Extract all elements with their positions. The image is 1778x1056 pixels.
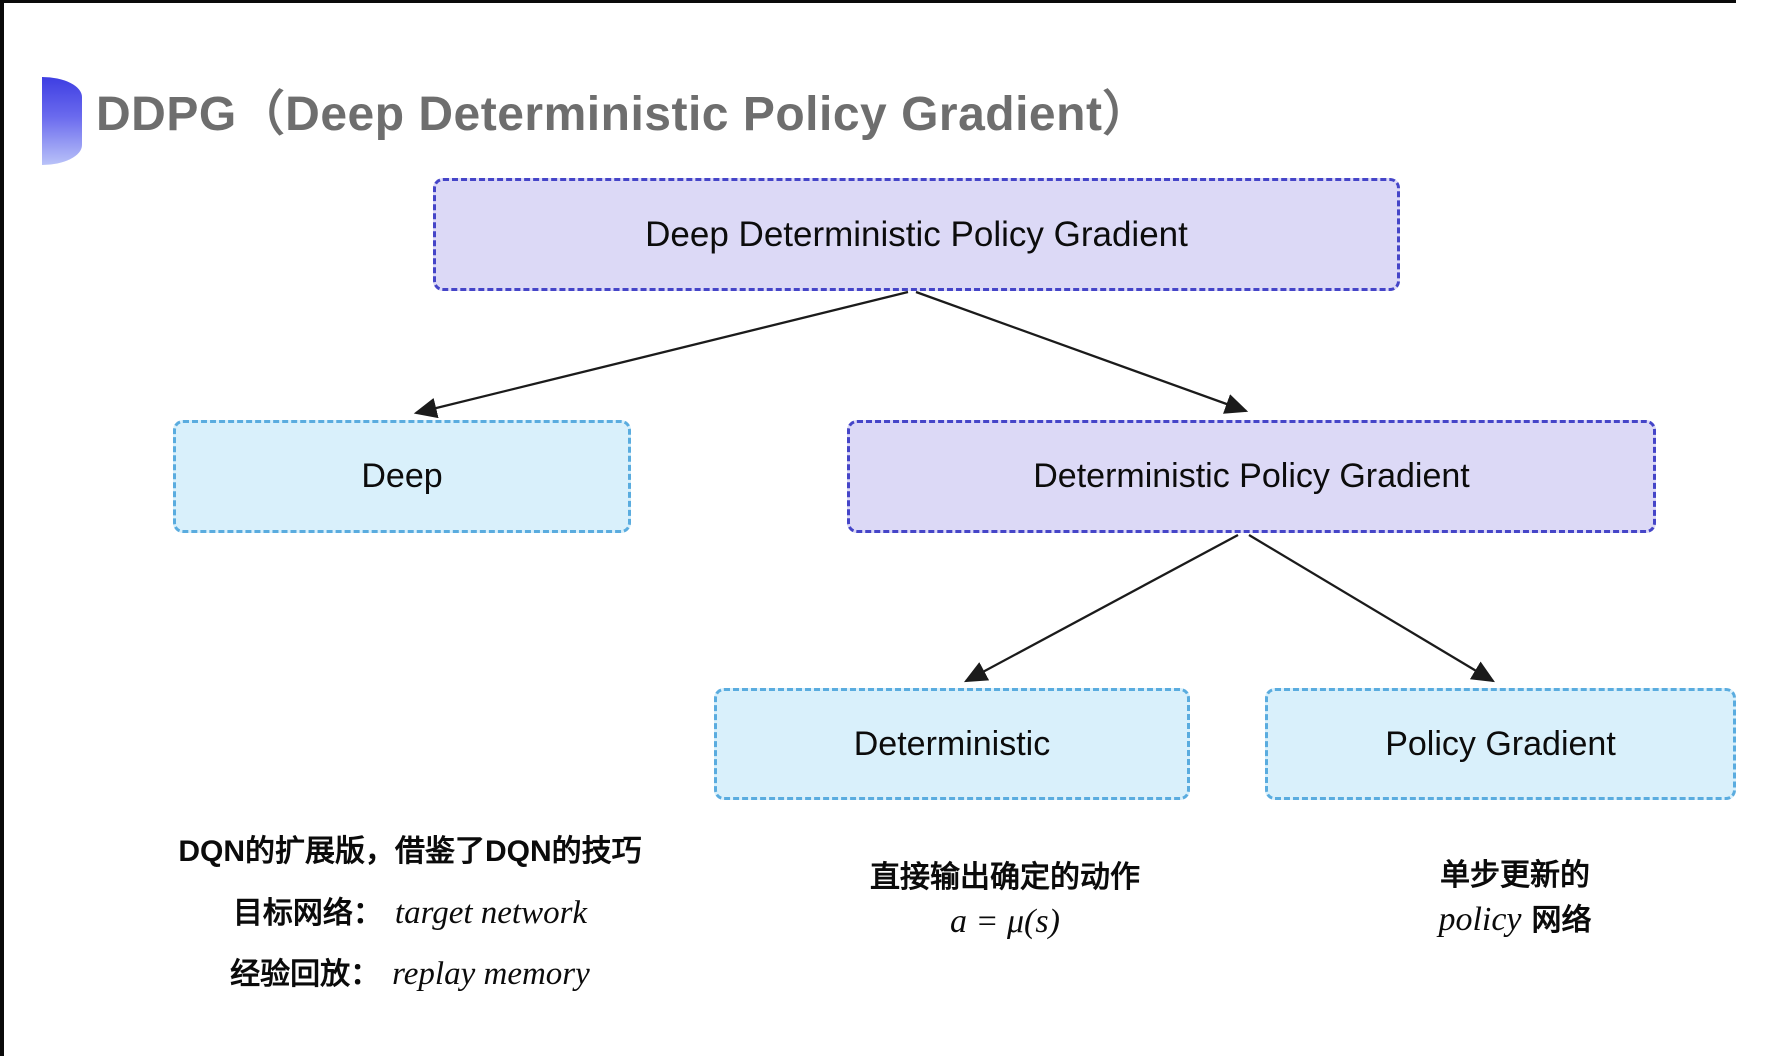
target-network-label: 目标网络： — [232, 897, 383, 930]
node-deep: Deep — [173, 420, 631, 533]
node-root-label: Deep Deterministic Policy Gradient — [645, 214, 1188, 254]
node-deterministic: Deterministic — [714, 688, 1190, 800]
policy-term: policy — [1438, 901, 1522, 938]
note-deterministic-formula: a = μ(s) — [815, 902, 1195, 946]
node-policy-gradient: Policy Gradient — [1265, 688, 1736, 800]
node-deterministic-policy-gradient: Deterministic Policy Gradient — [847, 420, 1656, 533]
node-deep-label: Deep — [361, 457, 443, 495]
mu-formula: a = μ(s) — [950, 903, 1060, 940]
frame-top-border — [0, 0, 1736, 3]
replay-memory-term: replay memory — [392, 956, 590, 992]
node-dpg-label: Deterministic Policy Gradient — [1033, 457, 1470, 495]
note-deep-target-network: 目标网络： target network — [110, 896, 710, 957]
note-deep: DQN的扩展版，借鉴了DQN的技巧 目标网络： target network 经验… — [110, 835, 710, 1018]
note-policy-gradient-line2: policy 网络 — [1350, 900, 1680, 944]
note-deep-replay-memory: 经验回放： replay memory — [110, 957, 710, 1018]
node-deterministic-label: Deterministic — [853, 724, 1051, 763]
note-policy-gradient: 单步更新的 policy 网络 — [1350, 856, 1680, 944]
frame-left-border — [0, 0, 4, 1056]
target-network-term: target network — [394, 895, 588, 931]
note-deterministic-line1: 直接输出确定的动作 — [870, 861, 1140, 894]
policy-network-suffix: 网络 — [1531, 904, 1592, 937]
note-policy-gradient-line1: 单步更新的 — [1440, 859, 1590, 892]
node-policy-gradient-label: Policy Gradient — [1385, 724, 1616, 763]
note-deep-line1: DQN的扩展版，借鉴了DQN的技巧 — [178, 835, 642, 868]
page-title: DDPG（Deep Deterministic Policy Gradient） — [96, 88, 1151, 141]
node-root-ddpg: Deep Deterministic Policy Gradient — [433, 178, 1400, 291]
replay-memory-label: 经验回放： — [230, 958, 381, 991]
note-deterministic: 直接输出确定的动作 a = μ(s) — [815, 858, 1195, 946]
title-bullet-semicircle — [42, 77, 82, 165]
